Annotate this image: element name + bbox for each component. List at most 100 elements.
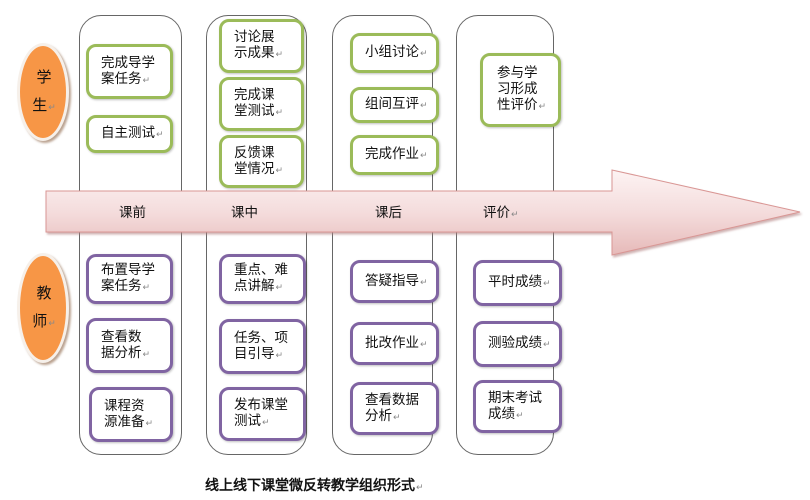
stage-label-before-class: 课前 <box>119 205 146 221</box>
role-teacher: 教 师↵ <box>17 253 69 363</box>
task-label: 答疑指导↵ <box>365 273 428 291</box>
task-label-line: 习形成 <box>497 81 538 97</box>
task-label: 完成课堂测试↵ <box>234 87 283 121</box>
stage-label-evaluation: 评价↵ <box>483 205 519 221</box>
teacher-task-box: 平时成绩↵ <box>473 260 562 306</box>
student-task-box: 讨论展示成果↵ <box>219 19 304 73</box>
task-label: 测验成绩↵ <box>488 335 551 353</box>
paragraph-mark-icon: ↵ <box>275 108 284 118</box>
timeline-arrow-shape <box>45 169 801 256</box>
teacher-task-box: 发布课堂测试↵ <box>219 387 306 441</box>
student-task-box: 完成课堂测试↵ <box>219 77 304 131</box>
paragraph-mark-icon: ↵ <box>420 101 428 111</box>
task-label: 任务、项目引导↵ <box>234 330 288 364</box>
task-label-line: 课程资 <box>104 397 145 414</box>
paragraph-mark-icon: ↵ <box>420 277 428 288</box>
paragraph-mark-icon: ↵ <box>420 339 428 350</box>
paragraph-mark-icon: ↵ <box>156 130 164 140</box>
paragraph-mark-icon: ↵ <box>393 412 401 423</box>
student-task-box: 完成作业↵ <box>350 135 439 175</box>
task-label-line: 反馈课 <box>234 144 275 161</box>
task-label-line: 查看数据 <box>365 391 419 408</box>
role-student: 学 生↵ <box>17 43 69 141</box>
task-label: 批改作业↵ <box>365 335 428 353</box>
task-label: 查看数据分析↵ <box>101 329 150 363</box>
paragraph-mark-icon: ↵ <box>275 283 284 293</box>
stage-label-after-class: 课后 <box>375 205 402 221</box>
paragraph-mark-icon: ↵ <box>420 151 428 161</box>
task-label: 查看数据分析↵ <box>365 392 419 426</box>
student-task-box: 自主测试↵ <box>86 115 173 153</box>
task-label-line: 堂测试↵ <box>234 103 284 119</box>
task-label-line: 参与学 <box>497 65 538 81</box>
task-label-line: 答疑指导↵ <box>365 272 428 289</box>
task-label-line: 性评价↵ <box>497 97 547 113</box>
teacher-task-box: 答疑指导↵ <box>350 260 439 303</box>
task-label-line: 测试↵ <box>234 413 270 429</box>
paragraph-mark-icon: ↵ <box>543 279 551 289</box>
student-task-box: 参与学习形成性评价↵ <box>480 53 561 127</box>
task-label-line: 据分析↵ <box>101 344 151 361</box>
task-label: 参与学习形成性评价↵ <box>497 65 546 115</box>
paragraph-mark-icon: ↵ <box>543 340 551 350</box>
task-label-line: 期末考试 <box>488 389 542 406</box>
task-label-line: 目引导↵ <box>234 345 284 362</box>
task-label-line: 批改作业↵ <box>365 334 428 351</box>
task-label: 课程资源准备↵ <box>104 398 153 432</box>
paragraph-mark-icon: ↵ <box>142 283 151 293</box>
teacher-task-box: 课程资源准备↵ <box>89 387 173 442</box>
paragraph-mark-icon: ↵ <box>275 50 284 60</box>
task-label-line: 案任务↵ <box>101 70 151 87</box>
paragraph-mark-icon: ↵ <box>538 102 547 112</box>
student-task-box: 反馈课堂情况↵ <box>219 135 304 188</box>
task-label-line: 分析↵ <box>365 407 401 424</box>
task-label-line: 自主测试↵ <box>101 125 164 141</box>
task-label: 发布课堂测试↵ <box>234 397 288 431</box>
task-label: 期末考试成绩↵ <box>488 390 542 424</box>
task-label-line: 小组讨论↵ <box>365 44 428 60</box>
paragraph-mark-icon: ↵ <box>420 49 428 59</box>
task-label: 完成导学案任务↵ <box>101 55 155 89</box>
student-task-box: 组间互评↵ <box>350 87 439 123</box>
task-label: 重点、难点讲解↵ <box>234 262 288 296</box>
paragraph-mark-icon: ↵ <box>275 165 284 176</box>
paragraph-mark-icon: ↵ <box>145 418 154 429</box>
paragraph-mark-icon: ↵ <box>142 349 151 360</box>
task-label-line: 查看数 <box>101 328 142 345</box>
teacher-task-box: 测验成绩↵ <box>473 321 562 367</box>
task-label-line: 重点、难 <box>234 262 288 278</box>
teacher-task-box: 任务、项目引导↵ <box>219 319 306 374</box>
task-label: 反馈课堂情况↵ <box>234 145 283 179</box>
teacher-task-box: 期末考试成绩↵ <box>473 380 562 433</box>
task-label-line: 组间互评↵ <box>365 96 428 112</box>
paragraph-mark-icon: ↵ <box>275 350 284 361</box>
task-label-line: 测验成绩↵ <box>488 335 551 351</box>
task-label-line: 案任务↵ <box>101 278 151 294</box>
task-label-line: 点讲解↵ <box>234 278 284 294</box>
teacher-task-box: 重点、难点讲解↵ <box>219 254 306 304</box>
task-label: 完成作业↵ <box>365 146 428 164</box>
task-label-line: 布置导学 <box>101 262 155 278</box>
task-label-line: 完成课 <box>234 87 275 103</box>
task-label-line: 平时成绩↵ <box>488 274 551 290</box>
diagram-title: 线上线下课堂微反转教学组织形式↵ <box>205 478 424 494</box>
task-label-line: 讨论展 <box>234 29 275 45</box>
task-label-line: 示成果↵ <box>234 45 284 61</box>
task-label-line: 发布课堂 <box>234 397 288 413</box>
teacher-task-box: 批改作业↵ <box>350 322 439 365</box>
task-label-line: 完成导学 <box>101 54 155 71</box>
task-label: 平时成绩↵ <box>488 274 551 292</box>
student-task-box: 小组讨论↵ <box>350 33 439 73</box>
paragraph-mark-icon: ↵ <box>262 418 270 428</box>
paragraph-mark-icon: ↵ <box>516 410 524 421</box>
task-label: 组间互评↵ <box>365 96 428 114</box>
task-label: 小组讨论↵ <box>365 44 428 62</box>
task-label-line: 完成作业↵ <box>365 146 428 162</box>
task-label: 布置导学案任务↵ <box>101 262 155 296</box>
task-label: 自主测试↵ <box>101 125 164 143</box>
paragraph-mark-icon: ↵ <box>142 75 151 86</box>
task-label-line: 成绩↵ <box>488 405 524 422</box>
task-label-line: 任务、项 <box>234 329 288 346</box>
task-label-line: 堂情况↵ <box>234 160 284 177</box>
